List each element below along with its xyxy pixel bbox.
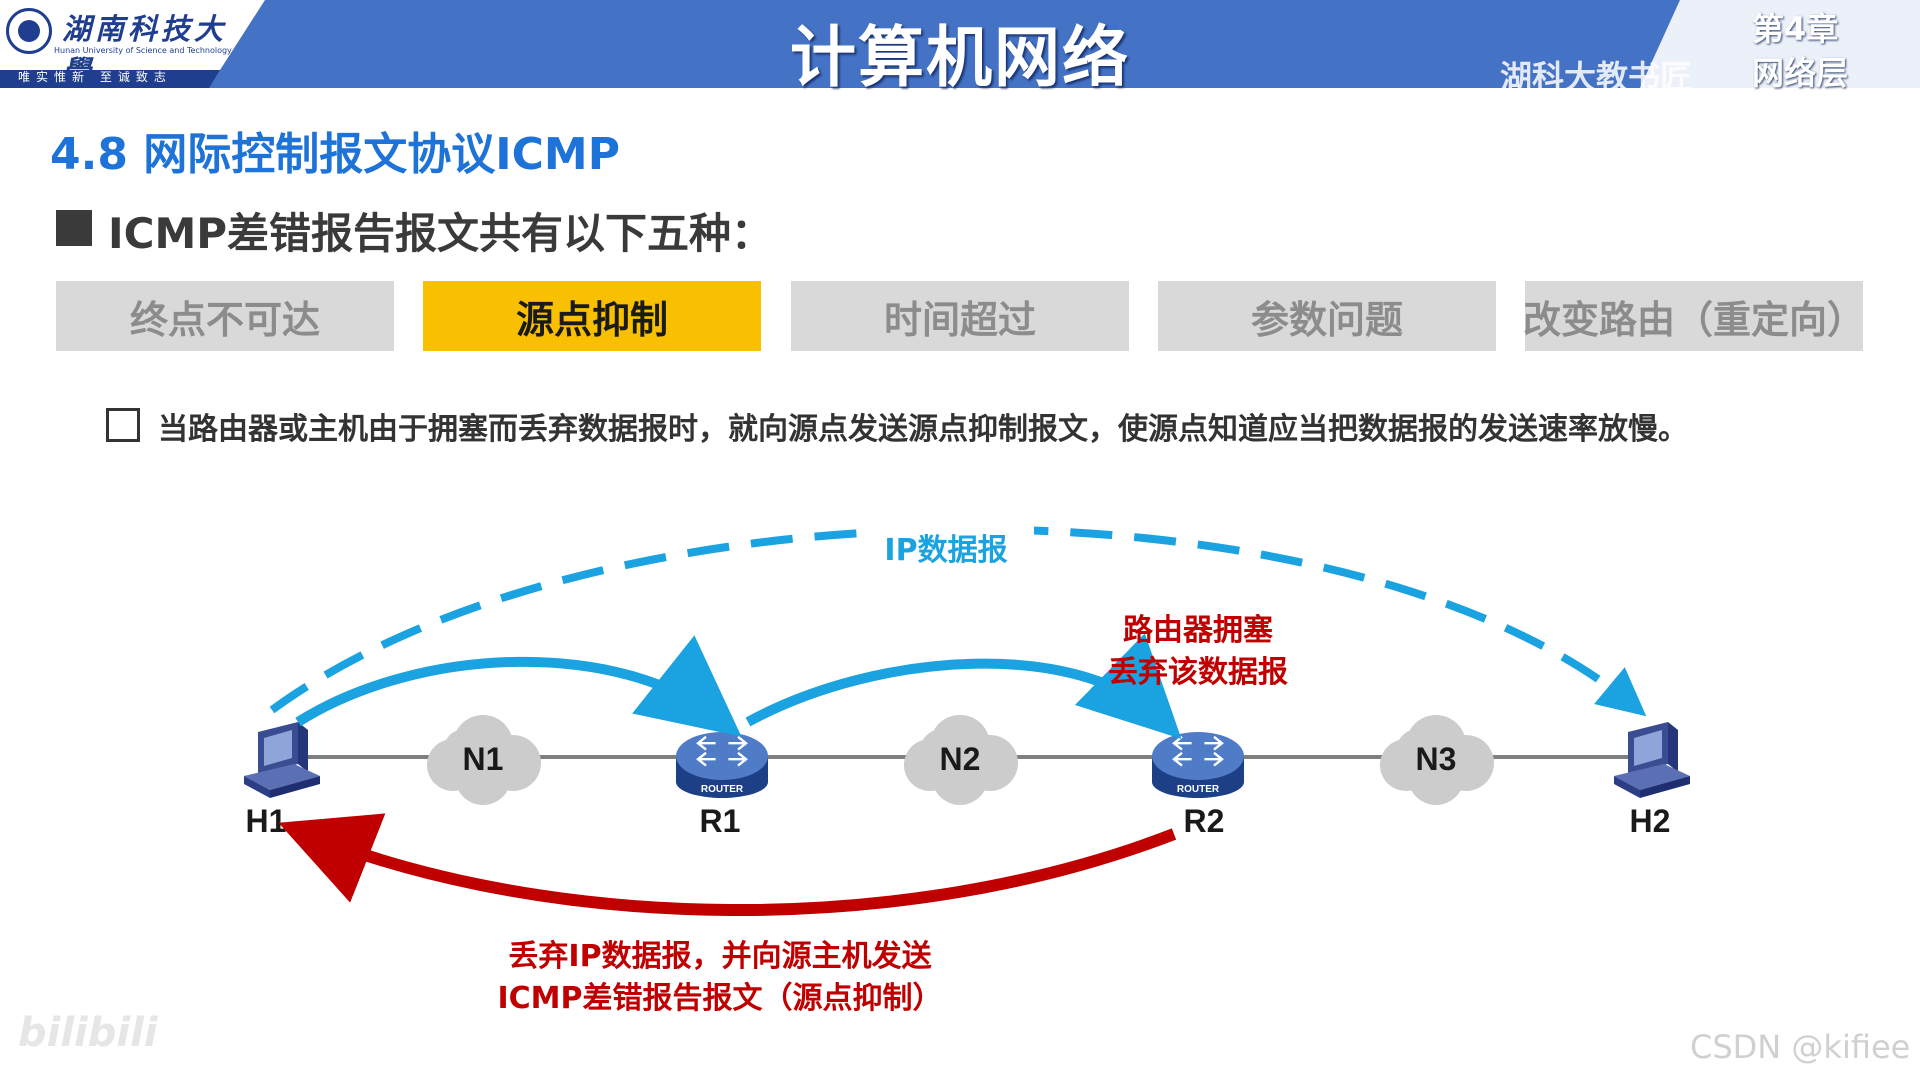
tab-parameter-problem[interactable]: 参数问题	[1158, 281, 1496, 351]
congestion-label-line1: 路由器拥塞	[1123, 613, 1273, 648]
university-name-cn: 湖南科技大學	[62, 12, 228, 88]
university-name-en: Hunan University of Science and Technolo…	[54, 46, 232, 55]
tab-redirect[interactable]: 改变路由（重定向）	[1523, 281, 1865, 351]
network-label-n1: N1	[463, 741, 504, 777]
hop-arrow-h1-r1	[295, 635, 742, 737]
chapter-number: 第4章	[1752, 10, 1839, 48]
host-h1-icon	[244, 722, 320, 798]
header-background	[0, 0, 1920, 88]
tab-time-exceeded[interactable]: 时间超过	[791, 281, 1129, 351]
host-label-h1: H1	[246, 803, 287, 839]
router-badge-r1: ROUTER	[701, 784, 744, 795]
tab-source-quench[interactable]: 源点抑制	[423, 281, 761, 351]
bullet-checkbox-icon	[106, 408, 140, 442]
return-label-line1: 丢弃IP数据报，并向源主机发送	[508, 939, 931, 974]
channel-watermark: 湖科大教书匠	[1500, 58, 1693, 96]
hop-arrow-r1-r2	[745, 633, 1182, 739]
header-bar: 湖南科技大學 Hunan University of Science and T…	[0, 0, 1920, 96]
host-h2-icon	[1614, 722, 1690, 798]
congestion-label-line2: 丢弃该数据报	[1108, 655, 1288, 690]
section-title: 4.8 网际控制报文协议ICMP	[50, 129, 620, 180]
csdn-watermark: CSDN @kifiee	[1690, 1028, 1911, 1066]
university-logo: 湖南科技大學 Hunan University of Science and T…	[0, 0, 250, 88]
network-label-n3: N3	[1416, 741, 1457, 777]
source-quench-arrow	[278, 813, 1177, 916]
bilibili-watermark: bilibili	[18, 1010, 158, 1056]
network-label-n2: N2	[940, 741, 981, 777]
host-label-h2: H2	[1630, 803, 1671, 839]
subtitle: ICMP差错报告报文共有以下五种：	[108, 209, 774, 258]
bullet-square-icon	[56, 210, 92, 246]
description-text: 当路由器或主机由于拥塞而丢弃数据报时，就向源点发送源点抑制报文，使源点知道应当把…	[158, 412, 1688, 447]
university-motto: 唯实惟新 至诚致志	[18, 70, 172, 84]
router-label-r2: R2	[1184, 803, 1225, 839]
ip-datagram-label: IP数据报	[884, 533, 1007, 568]
university-emblem-icon	[6, 8, 52, 54]
router-label-r1: R1	[700, 803, 741, 839]
chapter-name: 网络层	[1752, 54, 1849, 92]
ip-label-background	[858, 522, 1034, 572]
router-badge-r2: ROUTER	[1177, 784, 1220, 795]
return-label-line2: ICMP差错报告报文（源点抑制）	[497, 981, 942, 1016]
tab-destination-unreachable[interactable]: 终点不可达	[56, 281, 394, 351]
course-title: 计算机网络	[790, 19, 1130, 96]
